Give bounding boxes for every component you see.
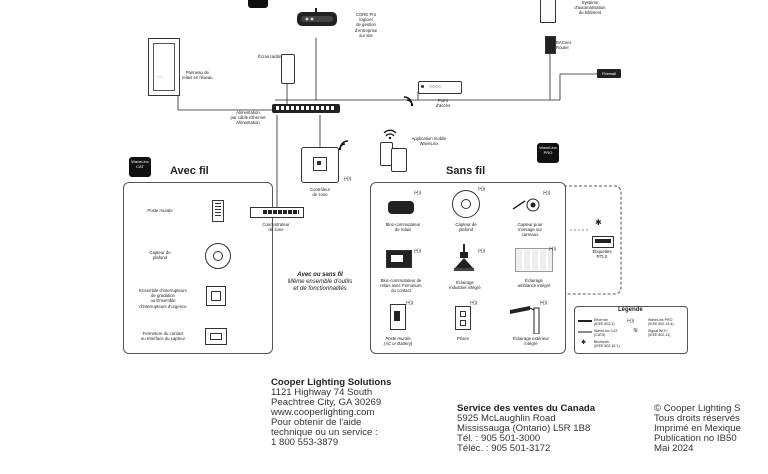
signal-icon: (•))) [549,246,556,251]
footer-copyright: © Cooper Lighting S Tous droits réservés… [654,404,741,454]
bacnet-router-icon [545,36,556,54]
touch-label: Écran tactile [258,54,282,59]
legend [574,306,688,354]
bluetooth-icon: ✱ [595,218,602,227]
center-note: Avec ou sans fil Même ensemble d'outils … [268,272,372,293]
cat-line-icon [578,331,592,333]
signal-icon: (•))) [543,190,550,195]
zone-controller-icon [301,147,339,183]
bms-cabinet-icon [540,0,556,23]
wall-station-icon [212,200,224,222]
wireless-title: Sans fil [446,165,485,177]
legend-wl-pro: WaveLinx PRO(IEEE 802.15.4) [648,318,674,326]
bluetooth-icon: ✱ [581,339,586,346]
signal-icon: (•))) [627,318,634,323]
relay-panel-icon: ⋯⋯ [148,38,180,96]
tablet-icon [391,148,407,172]
signal-icon: (•))) [478,248,485,253]
tile-sensor-icon [511,197,541,213]
zone-signal-icon: (•))) [344,176,351,181]
dimming-pack-icon [206,286,226,306]
troffer-icon [515,248,553,272]
legend-title: Légende [618,307,643,313]
zone-wifi-icon [338,138,352,150]
signal-icon: (•))) [540,300,547,305]
poe-switch-icon [272,104,340,113]
legend-bt: Bluetooth(IEEE 802.15.1) [594,340,620,348]
hub-icon [250,207,304,218]
legend-wifi: Signal Wi-Fi(IEEE 802.11) [648,329,670,337]
legend-ethernet: Ethernet(IEEE 802.3) [594,318,615,326]
signal-icon: (•))) [414,248,421,253]
contact-interface-icon [205,328,227,345]
wl-wall-station-icon [390,304,406,330]
wl-ceiling-sensor-icon [452,190,480,218]
rtls-tag-icon [592,236,614,248]
wifi-icon [400,94,414,106]
wired-wall-label: Poste murale [140,208,180,213]
relay-pack-icon [388,201,414,214]
ceiling-sensor-icon [205,243,231,269]
signal-icon: (•))) [478,186,485,191]
wifi-icon: ≋ [633,327,638,334]
footer-company: Cooper Lighting Solutions 1121 Highway 7… [271,378,391,448]
phone-wifi-icon [383,127,397,139]
cropped-device-icon [248,0,268,8]
wired-title: Avec fil [170,165,209,177]
touchscreen-icon [281,54,295,84]
ethernet-line-icon [578,320,592,322]
wl-outlets-label: Prises [452,336,474,341]
legend-wl-cat: WaveLinx CAT(CAT5) [594,329,618,337]
contact-relay-icon [386,250,412,268]
footer-canada: Service des ventes du Canada 5925 McLaug… [457,404,595,454]
wl-wall-label: Poste murale(AC or Battery) [378,336,418,346]
exterior-light-icon [508,302,542,334]
firewall-icon: Firewall [597,69,621,78]
outlet-icon [455,306,471,330]
signal-icon: (•))) [414,190,421,195]
signal-icon: (•))) [406,300,413,305]
signal-icon: (•))) [470,300,477,305]
core-server-icon [295,8,339,30]
access-point-icon: ○○○○ [418,81,462,94]
highbay-light-icon [452,244,476,274]
